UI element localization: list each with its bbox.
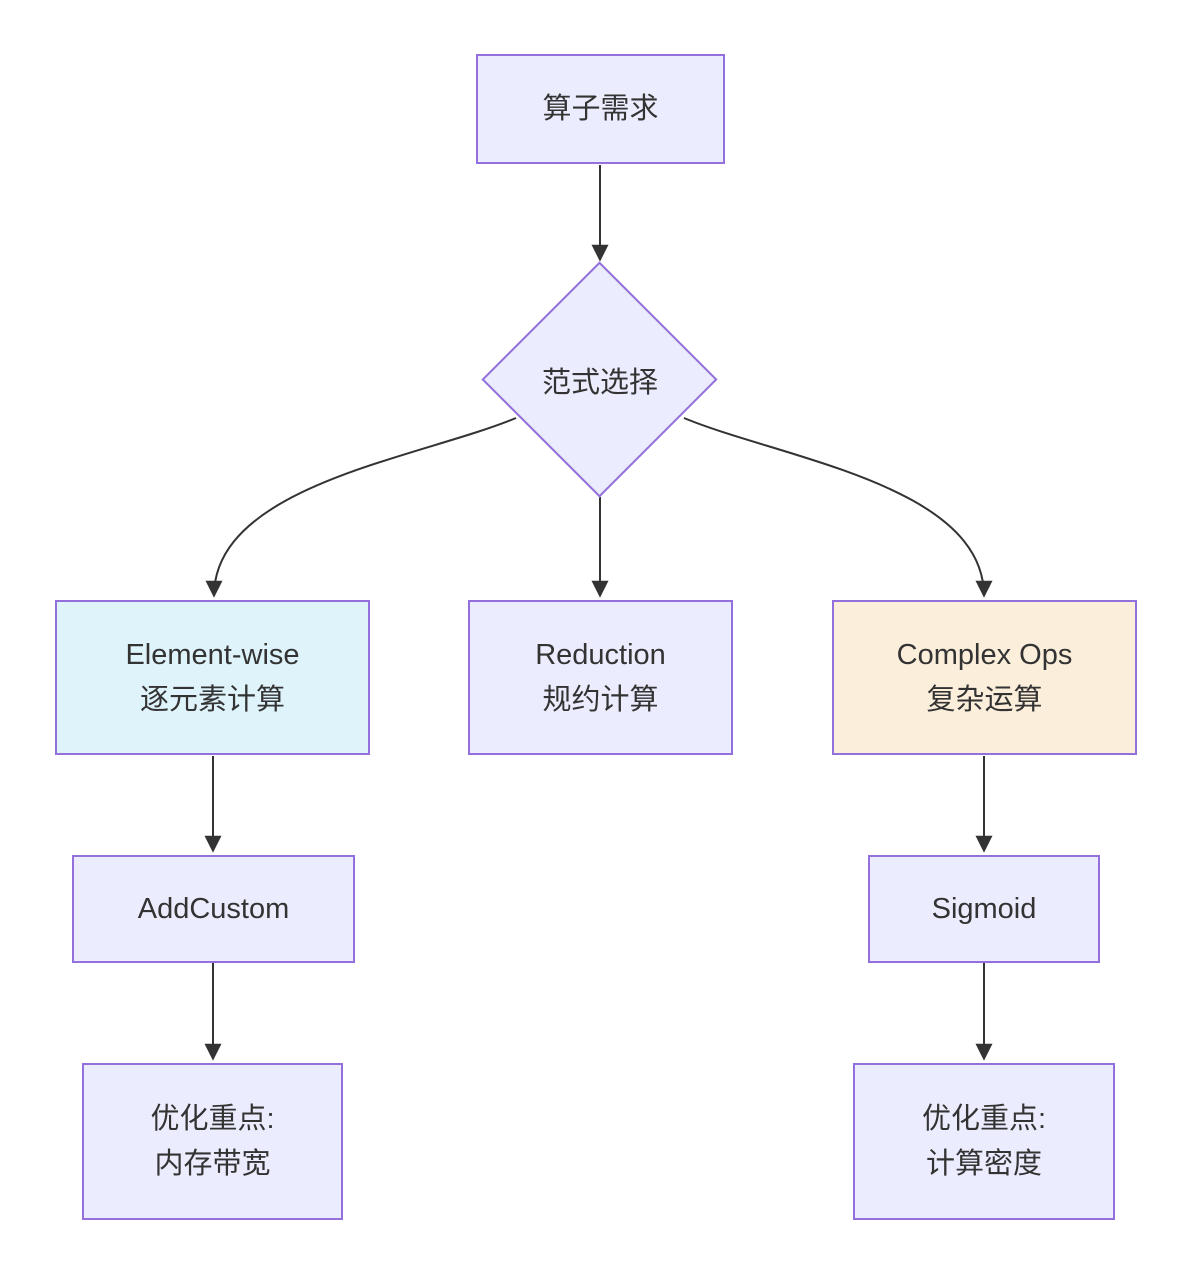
node-optimize-memory-title: 优化重点: <box>150 1102 275 1135</box>
node-optimize-compute: 优化重点: 计算密度 <box>853 1063 1115 1220</box>
node-optimize-compute-title: 优化重点: <box>921 1102 1047 1135</box>
node-add-custom-label: AddCustom <box>137 892 290 925</box>
node-element-wise-title: Element-wise <box>125 638 300 671</box>
node-element-wise: Element-wise 逐元素计算 <box>55 600 370 755</box>
node-optimize-memory: 优化重点: 内存带宽 <box>82 1063 343 1220</box>
node-reduction-title: Reduction <box>535 638 666 671</box>
edge-decision-to-complexops <box>683 417 993 598</box>
node-complex-ops-title: Complex Ops <box>896 638 1073 671</box>
node-paradigm-selection-label: 范式选择 <box>541 367 658 399</box>
node-paradigm-selection: 范式选择 <box>481 261 718 498</box>
node-optimize-memory-subtitle: 内存带宽 <box>154 1147 271 1180</box>
node-reduction: Reduction 规约计算 <box>468 600 733 755</box>
edge-decision-to-elementwise <box>205 417 517 598</box>
node-sigmoid-label: Sigmoid <box>931 892 1037 925</box>
node-element-wise-subtitle: 逐元素计算 <box>139 683 285 716</box>
node-operator-requirement-label: 算子需求 <box>542 92 659 125</box>
node-complex-ops: Complex Ops 复杂运算 <box>832 600 1137 755</box>
node-add-custom: AddCustom <box>72 855 355 963</box>
node-operator-requirement: 算子需求 <box>476 54 725 164</box>
node-reduction-subtitle: 规约计算 <box>542 683 659 716</box>
node-optimize-compute-subtitle: 计算密度 <box>925 1147 1042 1180</box>
node-sigmoid: Sigmoid <box>868 855 1100 963</box>
node-complex-ops-subtitle: 复杂运算 <box>926 683 1043 716</box>
